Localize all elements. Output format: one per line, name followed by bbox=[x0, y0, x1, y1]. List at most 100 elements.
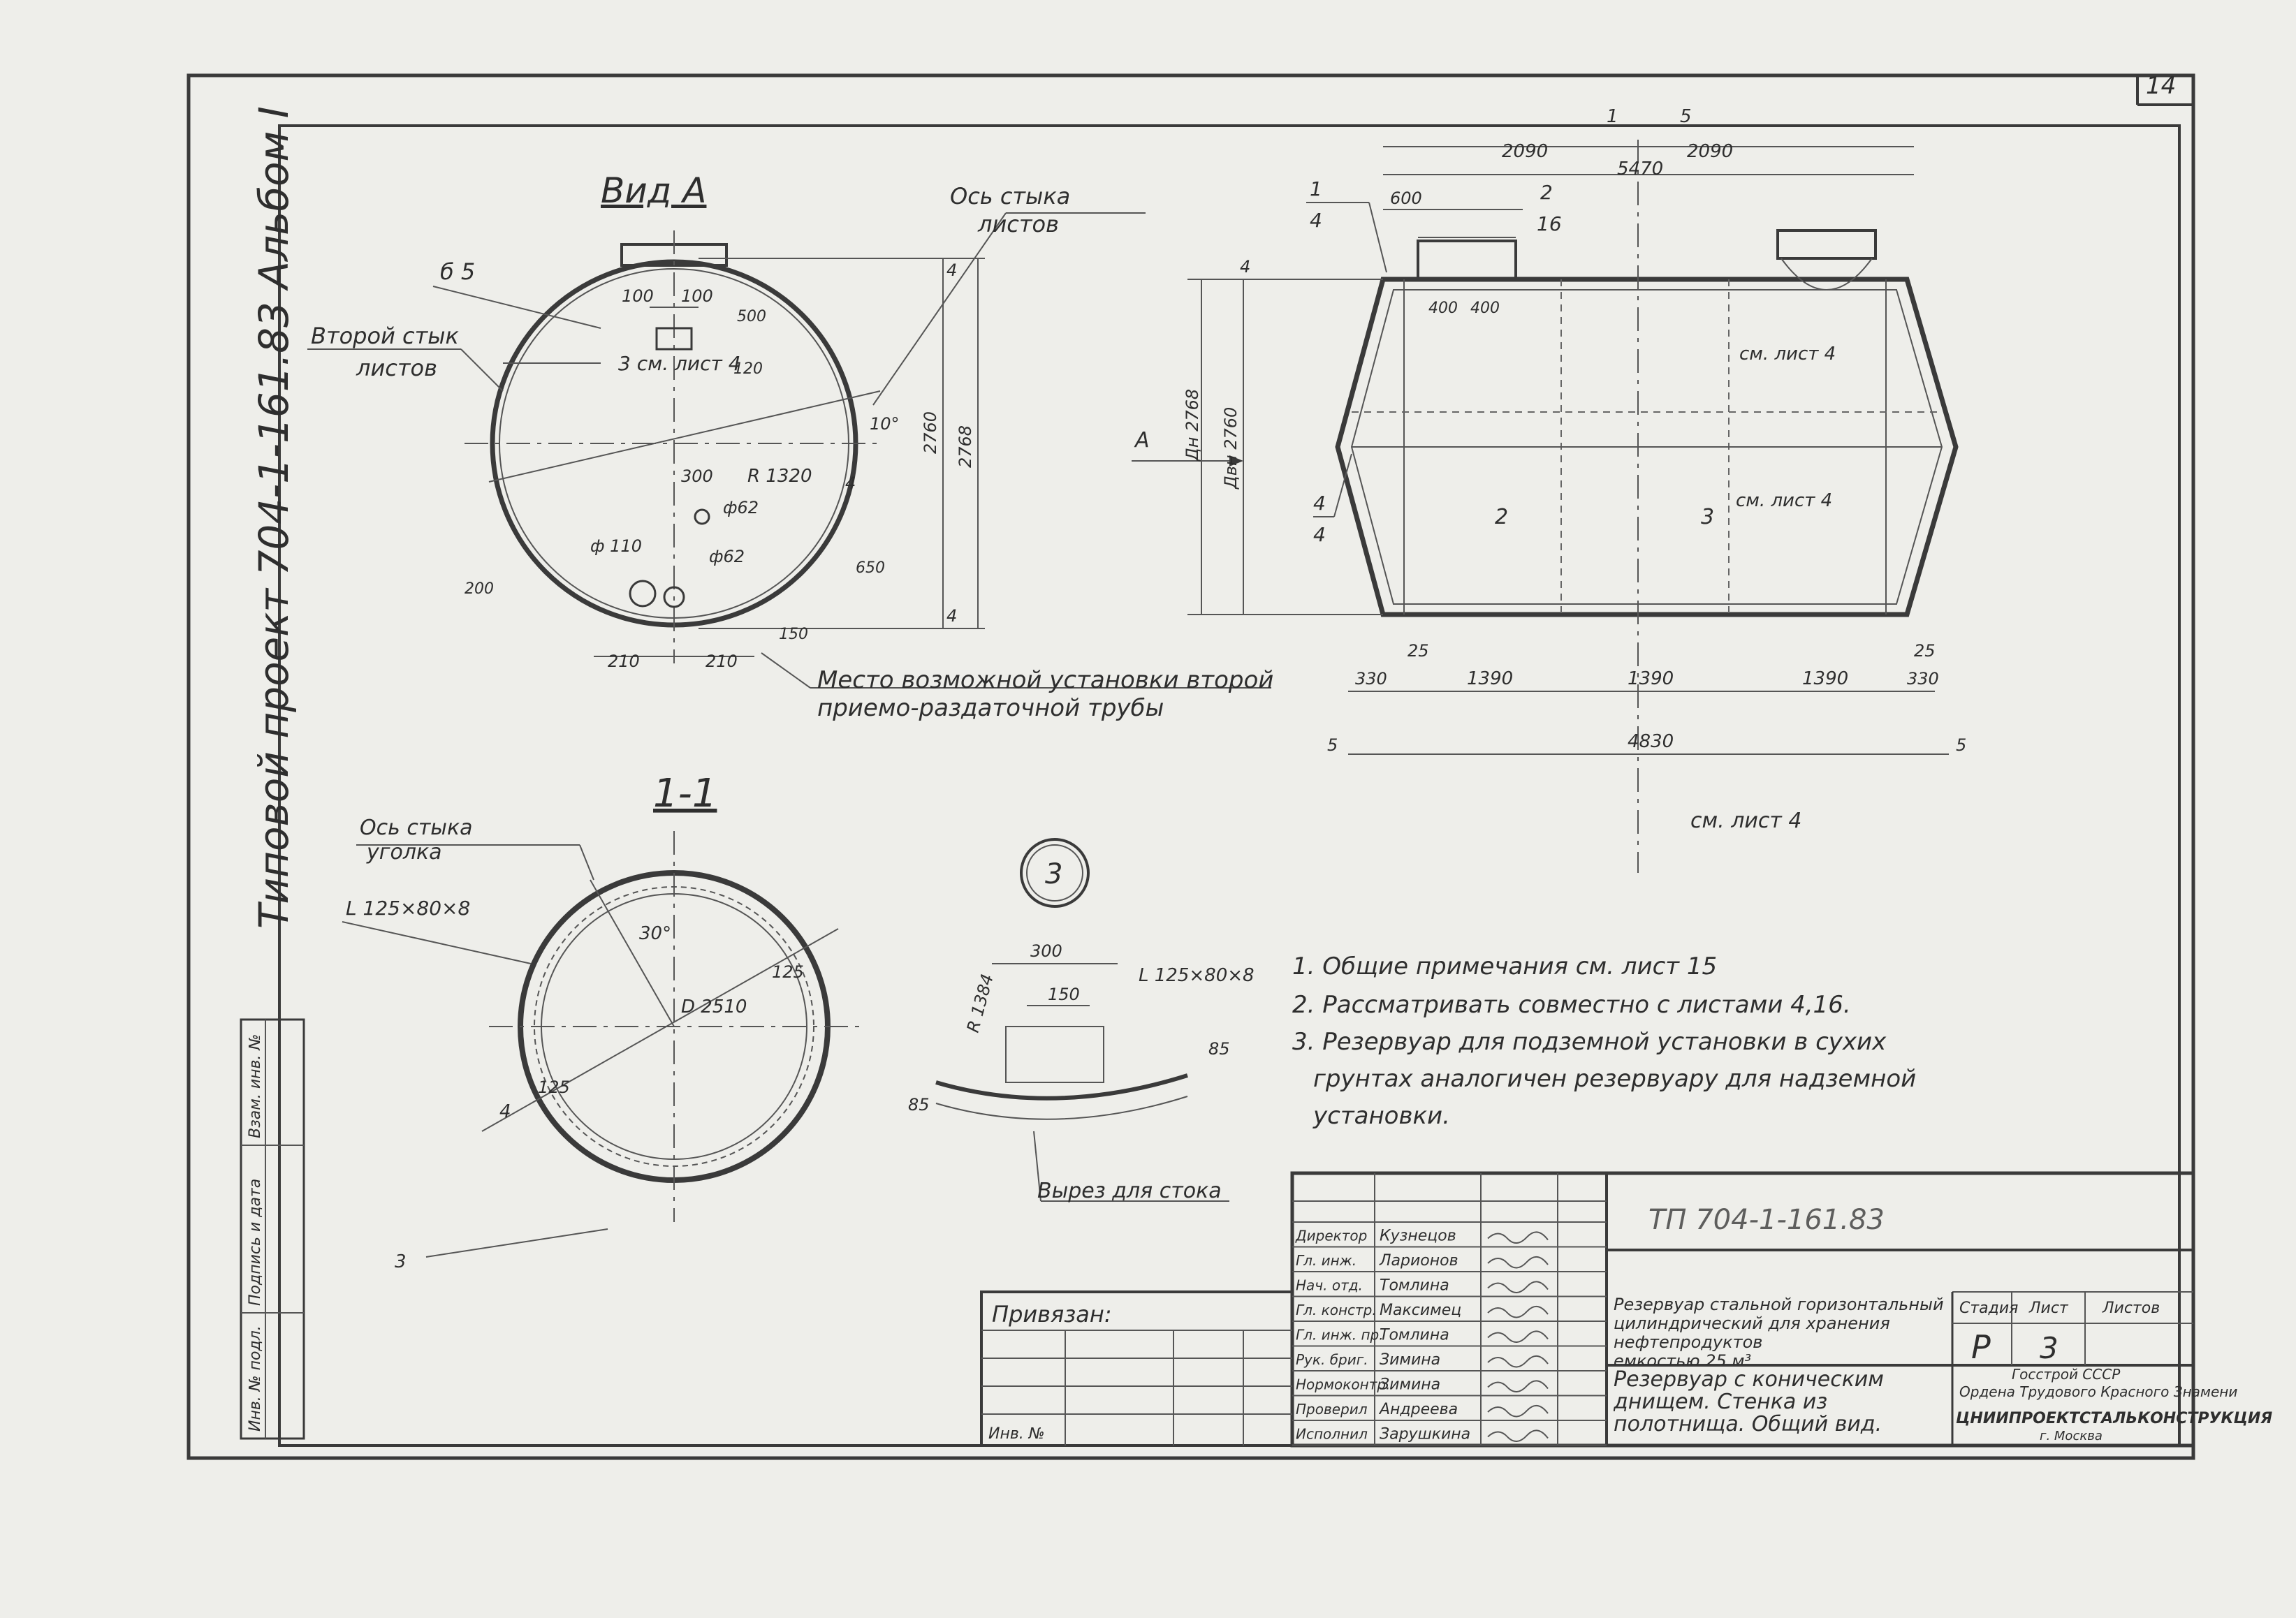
description-1-text: Резервуар стальной горизонтальный цилинд… bbox=[1614, 1295, 1944, 1352]
signature-mark bbox=[1487, 1306, 1549, 1318]
role-label: Гл. инж. bbox=[1296, 1252, 1357, 1269]
signature-mark bbox=[1487, 1256, 1549, 1269]
dim-phi110: ф 110 bbox=[590, 536, 642, 556]
label-4: 4 bbox=[499, 1101, 511, 1122]
mark-16: 16 bbox=[1537, 212, 1562, 235]
dim-1390c: 1390 bbox=[1802, 668, 1848, 689]
project-code: ТП 704-1-161.83 bbox=[1648, 1204, 1885, 1236]
dim-500: 500 bbox=[737, 308, 766, 325]
dim-dvn: Двн 2760 bbox=[1221, 407, 1241, 490]
mark-5-top: 5 bbox=[1680, 106, 1692, 127]
detail-callout bbox=[1020, 838, 1090, 908]
dim-phi62a: ф62 bbox=[723, 498, 759, 517]
role-name: Ларионов bbox=[1379, 1252, 1458, 1270]
dim-4830: 4830 bbox=[1628, 731, 1674, 752]
dim-2090a: 2090 bbox=[1502, 141, 1548, 162]
dim-5470: 5470 bbox=[1617, 159, 1663, 179]
col-sheet: Лист bbox=[2028, 1300, 2069, 1317]
dim-2768: 2768 bbox=[956, 425, 975, 468]
dim-100a: 100 bbox=[622, 286, 654, 306]
role-label: Рук. бриг. bbox=[1296, 1351, 1368, 1368]
note-2: 2. Рассматривать совместно с листами 4,1… bbox=[1292, 991, 1851, 1019]
dim-25a: 25 bbox=[1407, 641, 1429, 661]
label-3: 3 bbox=[395, 1251, 407, 1272]
dim-2090b: 2090 bbox=[1687, 141, 1733, 162]
dim-100b: 100 bbox=[681, 286, 713, 306]
role-name: Зимина bbox=[1380, 1376, 1440, 1394]
label-125a: 125 bbox=[772, 962, 804, 982]
mark-4b: 4 bbox=[1313, 523, 1326, 546]
capacity-text: емкостью 25 м³ bbox=[1614, 1351, 1752, 1366]
stamp-sign: Подпись и дата bbox=[247, 1179, 264, 1306]
mark-4a: 4 bbox=[1313, 492, 1326, 515]
label-joint-axis-2: листов bbox=[977, 211, 1059, 237]
label-axis-1: Ось стыка bbox=[360, 816, 472, 840]
dim-r1320: R 1320 bbox=[747, 466, 812, 487]
detail-3: 3 300 150 R 1384 L 125×80×8 85 85 Вырез … bbox=[908, 838, 1255, 1203]
view-a: Вид А б 5 Второй стык листов Ось стыка л… bbox=[307, 170, 1273, 722]
section-3: 3 bbox=[1701, 505, 1714, 529]
dim-400a: 400 bbox=[1428, 300, 1458, 317]
role-name: Максимец bbox=[1380, 1302, 1461, 1319]
section-1-1-title: 1-1 bbox=[653, 771, 717, 816]
install-note-2: приемо-раздаточной трубы bbox=[817, 694, 1164, 722]
role-name: Андреева bbox=[1378, 1401, 1458, 1418]
notes: 1. Общие примечания см. лист 15 2. Рассм… bbox=[1292, 953, 1916, 1130]
dim-25b: 25 bbox=[1914, 641, 1936, 661]
org-4: г. Москва bbox=[2040, 1429, 2103, 1443]
description-1: Резервуар стальной горизонтальный цилинд… bbox=[1614, 1295, 1944, 1366]
dim-4a: 4 bbox=[946, 260, 957, 280]
signature-mark bbox=[1487, 1429, 1549, 1442]
description-2-text: Резервуар с коническим днищем. Стенка из… bbox=[1614, 1369, 1884, 1436]
dim-210a: 210 bbox=[608, 652, 640, 671]
dim-400b: 400 bbox=[1470, 300, 1500, 317]
dim-1390a: 1390 bbox=[1467, 668, 1513, 689]
dim-210b: 210 bbox=[705, 652, 738, 671]
dim-r1384: R 1384 bbox=[963, 972, 997, 1035]
org-1: Госстрой СССР bbox=[2012, 1366, 2121, 1383]
detail-callout-label: 3 bbox=[1045, 858, 1062, 890]
stamp-inv: Инв. № подл. bbox=[247, 1325, 264, 1432]
see-sheet-a: см. лист 4 bbox=[1739, 344, 1836, 365]
dim-4: 4 bbox=[1240, 257, 1250, 277]
side-view: 2090 2090 5470 600 400 400 25 25 330 330… bbox=[1132, 106, 1966, 873]
dim-4b: 4 bbox=[946, 606, 957, 626]
dim-330a: 330 bbox=[1355, 669, 1387, 689]
inner-frame bbox=[278, 124, 2181, 1447]
manhole-2 bbox=[1776, 229, 1877, 260]
role-name: Зимина bbox=[1380, 1351, 1440, 1369]
label-second-joint: Второй стык bbox=[311, 323, 460, 349]
label-angle: L 125×80×8 bbox=[346, 897, 470, 920]
stage-value: Р bbox=[1971, 1328, 1991, 1366]
signature-mark bbox=[1487, 1355, 1549, 1368]
note-3: 3. Резервуар для подземной установки в с… bbox=[1292, 1028, 1887, 1056]
label-second-joint-2: листов bbox=[356, 355, 437, 381]
role-label: Исполнил bbox=[1296, 1426, 1368, 1443]
mark-2: 2 bbox=[1540, 181, 1553, 204]
role-label: Проверил bbox=[1296, 1401, 1368, 1418]
role-label: Гл. инж. пр. bbox=[1296, 1327, 1384, 1344]
sheet-number: 14 bbox=[2146, 72, 2176, 100]
dim-85a: 85 bbox=[1208, 1039, 1230, 1059]
mark-1: 1 bbox=[1310, 177, 1322, 200]
side-stamp: Инв. № подл. Подпись и дата Взам. инв. № bbox=[240, 1018, 305, 1440]
col-stage: Стадия bbox=[1959, 1300, 2018, 1317]
dim-330b: 330 bbox=[1907, 669, 1939, 689]
label-axis-2: уголка bbox=[366, 840, 442, 865]
col-sheets: Листов bbox=[2102, 1300, 2160, 1317]
dim-dn: Дн 2768 bbox=[1183, 389, 1202, 462]
dim-85b: 85 bbox=[908, 1095, 930, 1115]
manhole-1 bbox=[1417, 240, 1517, 281]
role-label: Директор bbox=[1295, 1228, 1367, 1244]
tank-body bbox=[1335, 277, 1959, 617]
label-30deg: 30° bbox=[639, 923, 671, 944]
dim-5b: 5 bbox=[1956, 735, 1966, 755]
dim-d3-150: 150 bbox=[1048, 985, 1080, 1004]
outlet-110 bbox=[629, 580, 657, 608]
section-2: 2 bbox=[1495, 505, 1508, 529]
note-1: 1. Общие примечания см. лист 15 bbox=[1292, 953, 1717, 980]
dim-300: 300 bbox=[681, 466, 713, 486]
dim-120: 120 bbox=[733, 360, 763, 378]
